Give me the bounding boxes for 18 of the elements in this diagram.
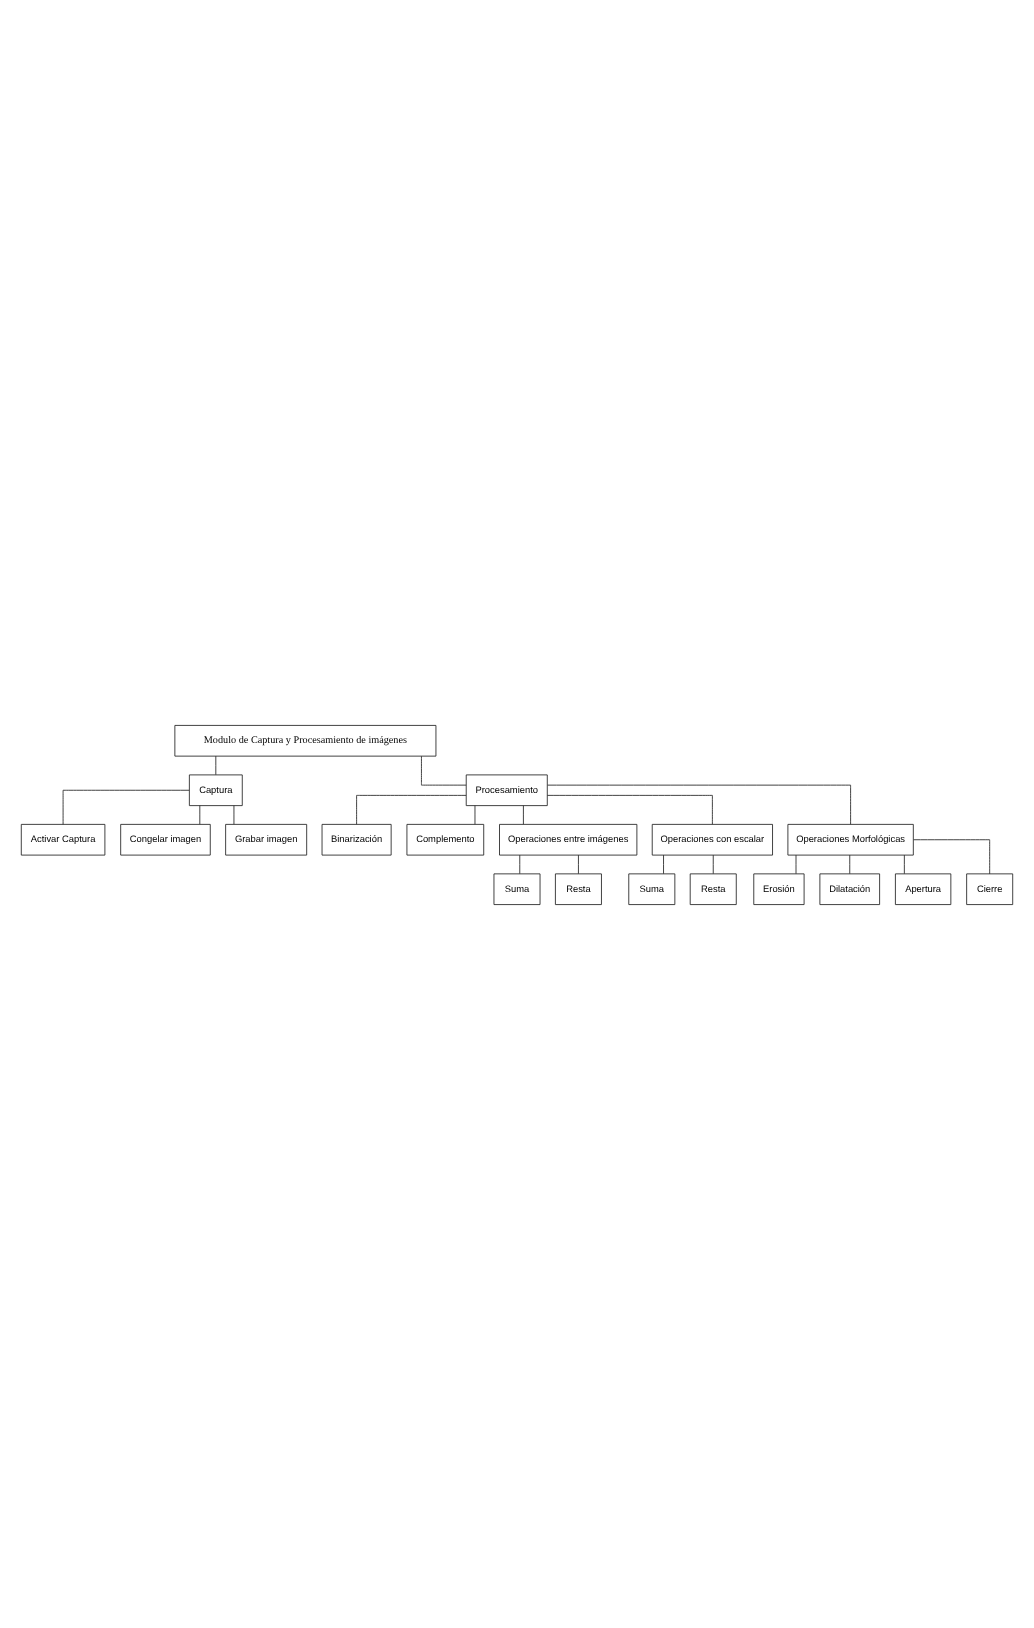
connector [474,804,476,824]
connector [913,838,991,874]
connector [795,853,797,874]
connector [903,853,905,874]
connector [522,804,524,824]
connector [199,804,201,824]
connector [578,853,579,874]
connector [233,804,235,824]
connector [849,853,851,874]
connector [546,793,713,824]
connector [215,754,217,775]
connector [356,793,467,824]
connector [519,853,521,874]
connector [663,853,664,874]
connector [62,788,190,824]
connector [421,754,467,785]
connector [712,853,714,874]
connector [547,783,852,824]
